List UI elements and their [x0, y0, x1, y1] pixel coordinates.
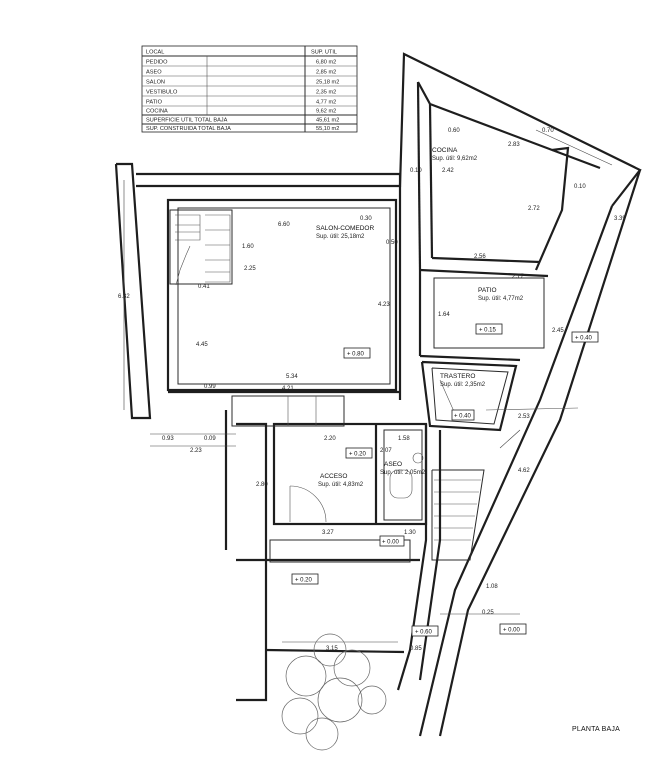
- dimension-label: 4.62: [518, 468, 530, 474]
- room-cocina-name: COCINA: [432, 147, 458, 154]
- dimension-label: 2.53: [518, 414, 530, 420]
- dimension-label: 1.58: [398, 436, 410, 442]
- room-trastero-area: Sup. útil: 2,35m2: [440, 382, 486, 388]
- table-total-const-label: SUP. CONSTRUIDA TOTAL BAJA: [146, 126, 231, 132]
- room-patio-area: Sup. útil: 4,77m2: [478, 296, 524, 302]
- table-header-surface: SUP. UTIL: [311, 50, 337, 56]
- surface-table: LOCAL SUP. UTIL PEDIDO 6,80 m2 ASEO 2,85…: [141, 45, 358, 133]
- table-row-value: 4,77 m2: [316, 100, 336, 106]
- level-street-b: + 0.00: [503, 628, 521, 634]
- table-row-value: 6,80 m2: [316, 60, 336, 66]
- table-total-util-value: 45,61 m2: [316, 118, 339, 124]
- dimension-label: 2.77: [512, 274, 524, 280]
- dimension-label: 2.25: [244, 266, 256, 272]
- level-acceso: + 0.20: [349, 452, 367, 458]
- dimension-label: 6.32: [118, 294, 130, 300]
- room-acceso-name: ACCESO: [320, 473, 347, 480]
- room-cocina-area: Sup. útil: 9,62m2: [432, 156, 478, 162]
- sheet-title: PLANTA BAJA: [572, 726, 620, 733]
- dimension-label: 2.72: [528, 206, 540, 212]
- table-row-name: COCINA: [146, 109, 168, 115]
- dimension-label: 2.20: [324, 436, 336, 442]
- tree-symbol: [281, 633, 387, 751]
- dimension-label: 4.45: [196, 342, 208, 348]
- dimension-label: 0.41: [198, 284, 210, 290]
- table-header-local: LOCAL: [146, 50, 164, 56]
- room-aseo-area: Sup. útil: 2,05m2: [380, 470, 426, 476]
- level-trastero: + 0.40: [454, 414, 472, 420]
- dimension-label: 0.85: [410, 646, 422, 652]
- table-row-value: 2,35 m2: [316, 90, 336, 96]
- dimension-label: 1.60: [242, 244, 254, 250]
- level-patio: + 0.15: [479, 328, 497, 334]
- dimension-label: 4.23: [378, 302, 390, 308]
- level-corridor: + 0.00: [382, 540, 400, 546]
- dimension-label: 1.08: [486, 584, 498, 590]
- dimension-label: 0.30: [360, 216, 372, 222]
- dimension-label: 2.83: [508, 142, 520, 148]
- dimension-label: 2.23: [190, 448, 202, 454]
- level-salon: + 0.80: [347, 352, 365, 358]
- dimension-label: 2.42: [442, 168, 454, 174]
- dimension-label: 1.64: [438, 312, 450, 318]
- dimension-label: 6.60: [278, 222, 290, 228]
- dimension-label: 0.70: [542, 128, 554, 134]
- room-aseo-name: ASEO: [384, 461, 402, 468]
- walls: [114, 52, 642, 737]
- dimension-label: 0.99: [204, 384, 216, 390]
- room-trastero-name: TRASTERO: [440, 373, 475, 380]
- dimension-label: 0.10: [410, 168, 422, 174]
- dimension-label: 5.34: [286, 374, 298, 380]
- dimension-label: 4.21: [282, 386, 294, 392]
- table-row-name: PATIO: [146, 100, 163, 106]
- dimension-label: 3.15: [326, 646, 338, 652]
- level-east: + 0.40: [575, 336, 593, 342]
- table-row-name: PEDIDO: [146, 60, 168, 66]
- dimension-label: 2.45: [552, 328, 564, 334]
- level-street-a: + 0.60: [415, 630, 433, 636]
- dimension-label: 0.93: [162, 436, 174, 442]
- dimension-label: 3.39: [614, 216, 626, 222]
- room-salon-area: Sup. útil: 25,18m2: [316, 234, 365, 240]
- level-exterior: + 0.20: [295, 578, 313, 584]
- table-row-value: 2,85 m2: [316, 70, 336, 76]
- table-row-value: 25,18 m2: [316, 80, 339, 86]
- dimension-label: 0.10: [574, 184, 586, 190]
- dimension-label: 0.25: [482, 610, 494, 616]
- dimension-labels: 0.70 0.60 2.42 2.83 2.72 0.10 3.39 0.10 …: [118, 128, 626, 652]
- table-row-name: VESTIBULO: [146, 90, 178, 96]
- table-row-value: 9,62 m2: [316, 109, 336, 115]
- table-total-const-value: 55,10 m2: [316, 126, 339, 132]
- dimension-label: 3.27: [322, 530, 334, 536]
- dimension-label: 0.50: [386, 240, 398, 246]
- room-salon-name: SALON-COMEDOR: [316, 225, 374, 232]
- dimension-label: 2.56: [474, 254, 486, 260]
- dimension-label: 0.60: [448, 128, 460, 134]
- level-markers: + 0.80 + 0.15 + 0.40 + 0.40 + 0.20 + 0.2…: [291, 323, 599, 637]
- dimension-label: 2.07: [380, 448, 392, 454]
- table-row-name: ASEO: [146, 70, 162, 76]
- dimension-label: 1.30: [404, 530, 416, 536]
- dimension-label: 2.80: [256, 482, 268, 488]
- dimension-label: 0.09: [204, 436, 216, 442]
- table-total-util-label: SUPERFICIE UTIL TOTAL BAJA: [146, 118, 228, 124]
- room-patio-name: PATIO: [478, 287, 497, 294]
- table-row-name: SALON: [146, 80, 165, 86]
- room-acceso-area: Sup. útil: 4,83m2: [318, 482, 364, 488]
